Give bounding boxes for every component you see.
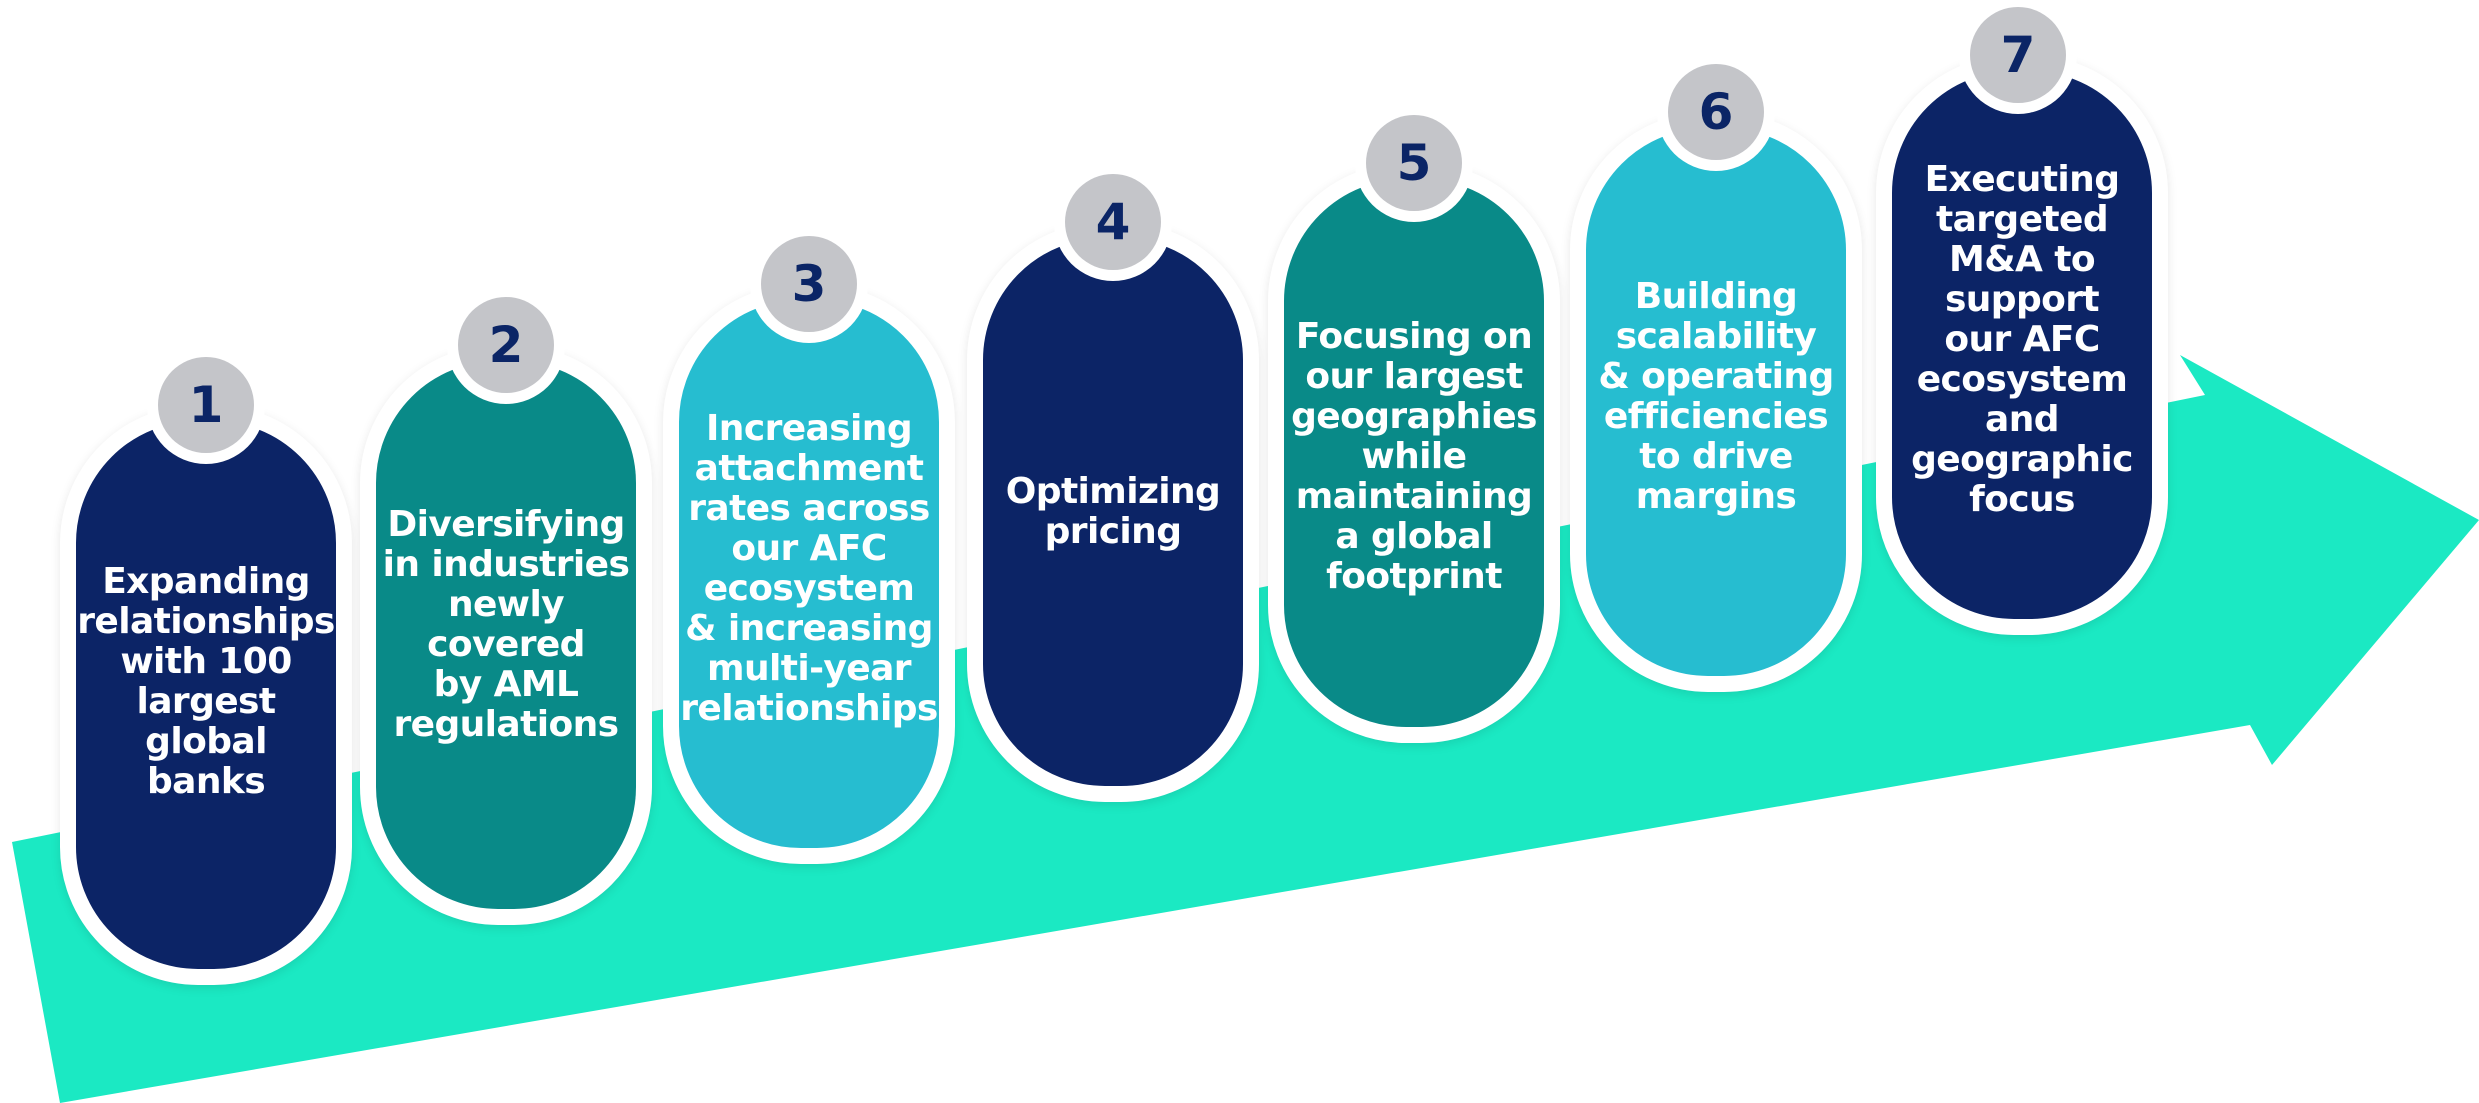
step-6-text: Building scalability & operating efficie… [1598,276,1834,517]
step-4-number: 4 [1065,174,1161,270]
step-4-text: Optimizing pricing [1005,471,1221,552]
step-7-text: Executing targeted M&A to support our AF… [1911,159,2133,520]
step-7-number: 7 [1970,7,2066,103]
step-7-pill [1876,55,2168,635]
step-7-badge: 7 [1959,0,2077,114]
step-3-pill [663,284,955,864]
step-2-text: Diversifying in industries newly covered… [382,504,630,745]
step-1-badge: 1 [147,346,265,464]
step-4-badge: 4 [1054,163,1172,281]
step-6-number: 6 [1668,64,1764,160]
step-3-number: 3 [761,236,857,332]
step-1-number: 1 [158,357,254,453]
growth-arrow-shape [12,355,2479,1103]
step-6-badge: 6 [1657,53,1775,171]
step-1-text: Expanding relationships with 100 largest… [77,561,335,802]
step-4-pill [967,222,1259,802]
step-6-pill [1570,112,1862,692]
step-2-number: 2 [458,297,554,393]
step-5-badge: 5 [1355,104,1473,222]
step-2-badge: 2 [447,286,565,404]
step-5-number: 5 [1366,115,1462,211]
step-3-badge: 3 [750,225,868,343]
step-3-text: Increasing attachment rates across our A… [680,408,938,729]
step-5-text: Focusing on our largest geographies whil… [1291,316,1537,597]
